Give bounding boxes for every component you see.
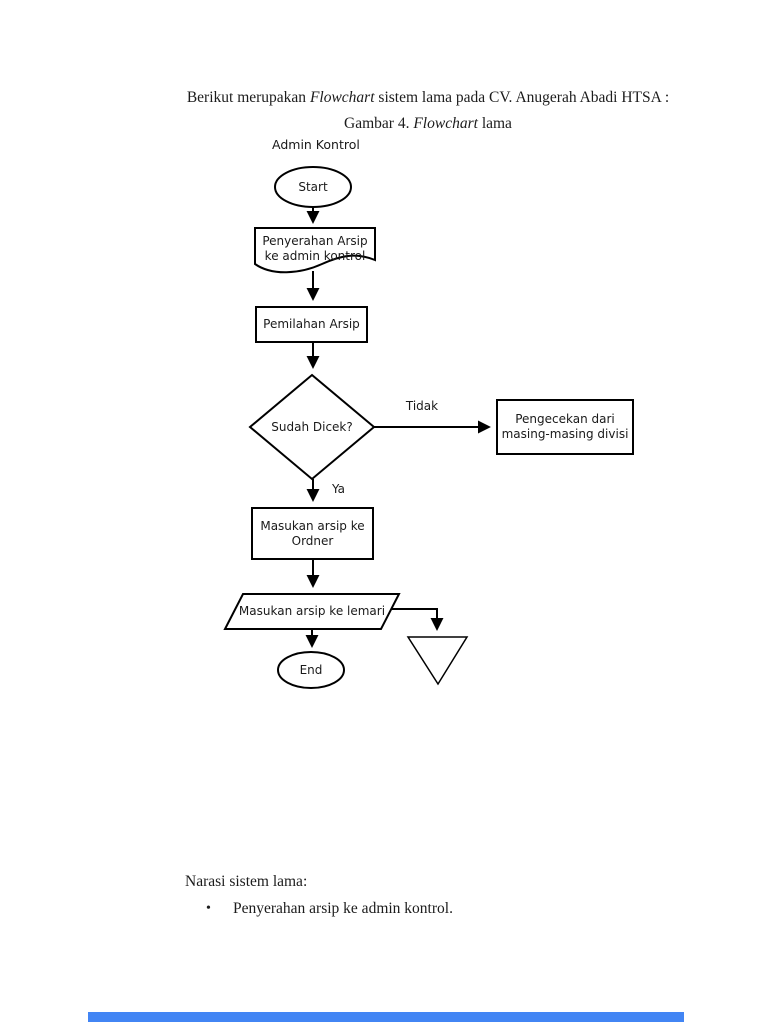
io-parallelogram-shape — [223, 593, 401, 630]
intro-italic-word: Flowchart — [309, 89, 375, 106]
decision-diamond-shape — [248, 373, 376, 481]
bullet-glyph: • — [206, 901, 211, 916]
document-node-label: Penyerahan Arsip ke admin kontrol — [255, 230, 375, 268]
document-node-line2: ke admin kontrol — [264, 249, 366, 263]
narration-heading: Narasi sistem lama: — [185, 873, 308, 890]
offpage-triangle-shape — [406, 636, 469, 686]
intro-pre: Berikut merupakan — [186, 89, 310, 106]
decision-node-label: Sudah Dicek? — [271, 419, 353, 434]
edge-label-no: Tidak — [405, 399, 439, 413]
end-node-label: End — [299, 662, 323, 677]
page-progress-bar — [88, 1012, 684, 1022]
alt-process-line1: Pengecekan dari — [515, 412, 615, 426]
figure-caption: Gambar 4. Flowchart lama — [88, 111, 768, 137]
lane-label: Admin Kontrol — [272, 137, 360, 152]
document-node-line1: Penyerahan Arsip — [262, 234, 368, 248]
process2-line2: Ordner — [291, 533, 334, 548]
start-terminator-shape — [274, 166, 352, 208]
process1-shape — [255, 306, 368, 343]
intro-block: Berikut merupakan Flowchart sistem lama … — [88, 85, 768, 137]
narration-bullet-item: Penyerahan arsip ke admin kontrol. — [233, 900, 453, 917]
process2-node-label: Masukan arsip ke Ordner — [252, 508, 373, 559]
intro-post: sistem lama pada CV. Anugerah Abadi HTSA… — [374, 89, 670, 106]
alt-process-line2: masing-masing divisi — [501, 427, 629, 441]
caption-post: lama — [477, 115, 512, 132]
connector-io-to-offpage — [389, 608, 444, 631]
process2-line1: Masukan arsip ke — [260, 518, 365, 533]
intro-paragraph: Berikut merupakan Flowchart sistem lama … — [88, 85, 768, 111]
caption-pre: Gambar 4. — [344, 115, 414, 132]
alt-process-node-label: Pengecekan dari masing-masing divisi — [497, 400, 633, 454]
start-node-label: Start — [298, 179, 328, 194]
process1-node-label: Pemilahan Arsip — [263, 317, 360, 331]
process2-shape — [251, 507, 374, 560]
io-node-label: Masukan arsip ke lemari — [238, 604, 386, 618]
document-shape — [254, 227, 376, 274]
edge-label-yes: Ya — [332, 482, 346, 496]
caption-italic-word: Flowchart — [413, 115, 478, 132]
alt-process-shape — [496, 399, 634, 455]
end-terminator-shape — [277, 651, 345, 689]
